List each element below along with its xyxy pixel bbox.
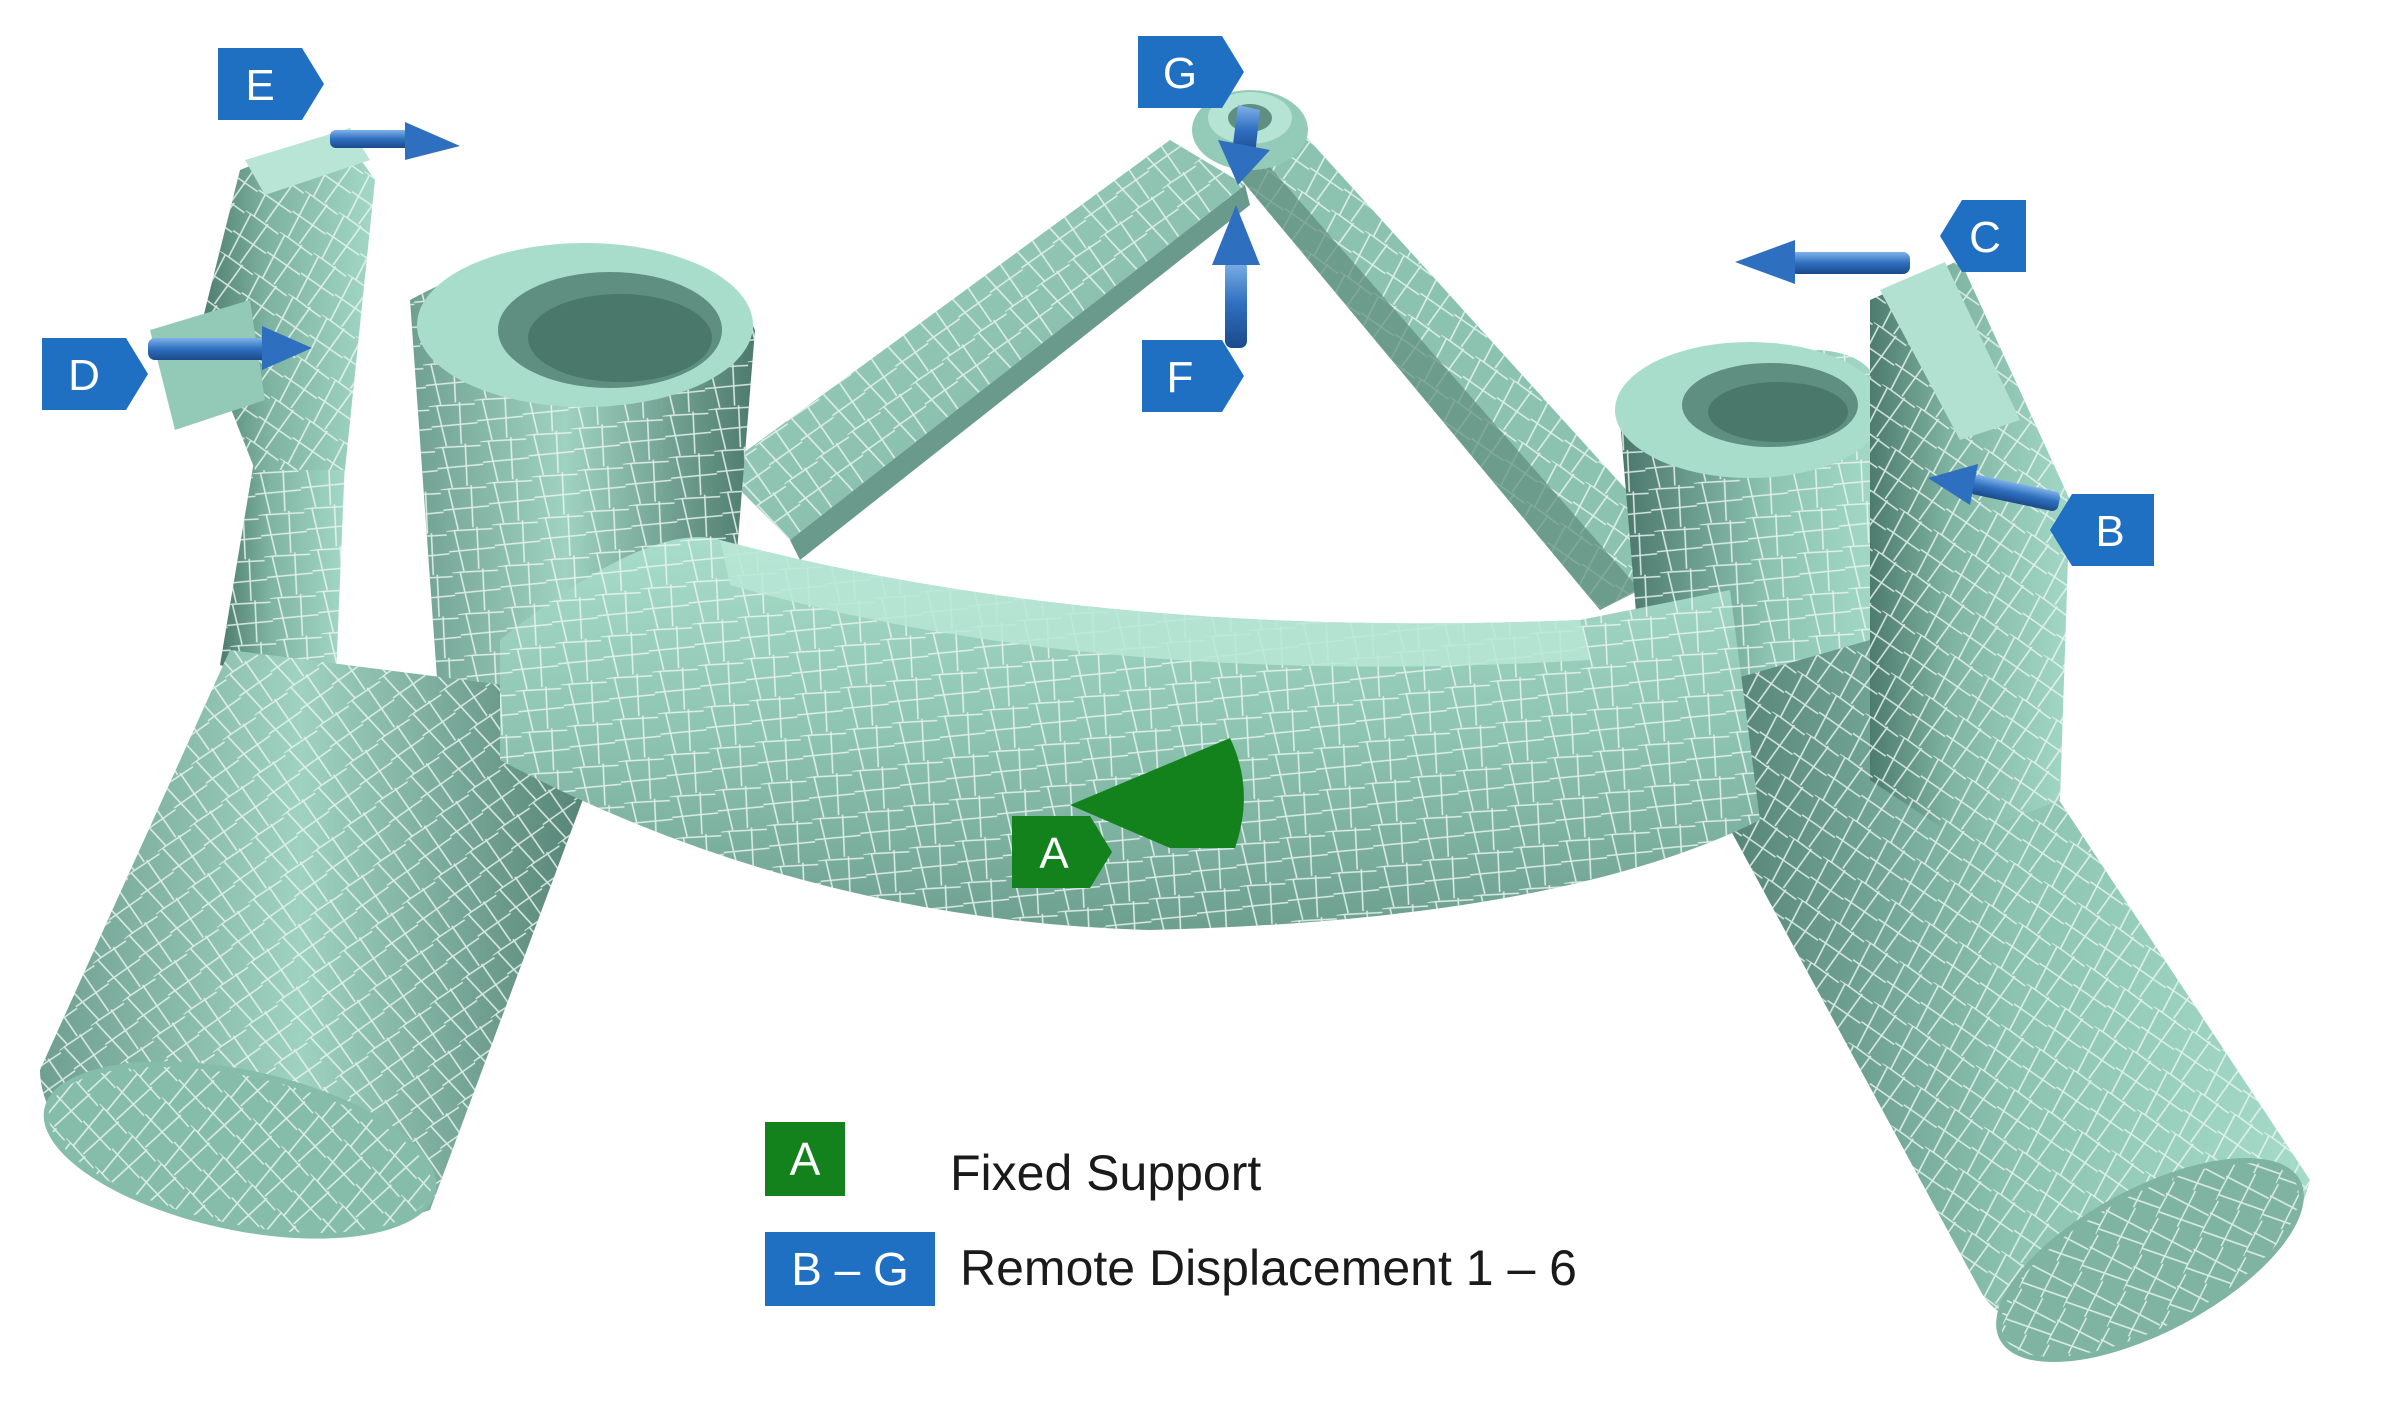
tag-e: E bbox=[218, 48, 324, 120]
arrow-e bbox=[330, 122, 460, 160]
arrow-b bbox=[1928, 464, 2060, 512]
tag-g: G bbox=[1138, 36, 1244, 108]
arrow-d bbox=[148, 326, 312, 370]
front-curved-bar bbox=[500, 537, 1760, 930]
svg-text:A: A bbox=[790, 1133, 821, 1185]
svg-text:Fixed Support: Fixed Support bbox=[950, 1145, 1261, 1201]
tag-b: B bbox=[2050, 494, 2154, 566]
svg-text:Remote Displacement 1 – 6: Remote Displacement 1 – 6 bbox=[960, 1240, 1577, 1296]
svg-text:D: D bbox=[68, 351, 100, 400]
tag-c: C bbox=[1940, 200, 2026, 272]
left-leg bbox=[40, 650, 620, 1239]
svg-text:B: B bbox=[2095, 507, 2124, 556]
tag-f: F bbox=[1142, 340, 1244, 412]
svg-text:B – G: B – G bbox=[791, 1243, 909, 1295]
legend-remote-displacement: B – G Remote Displacement 1 – 6 bbox=[765, 1232, 1577, 1306]
arrow-f bbox=[1212, 205, 1260, 348]
svg-text:C: C bbox=[1969, 213, 2001, 262]
right-diagonal-strut bbox=[1225, 130, 1690, 610]
tag-a: A bbox=[1012, 816, 1112, 888]
right-column bbox=[1870, 260, 2070, 840]
svg-text:F: F bbox=[1167, 353, 1194, 402]
svg-text:E: E bbox=[245, 61, 274, 110]
fixed-support-patch bbox=[1070, 738, 1244, 848]
svg-text:A: A bbox=[1039, 829, 1069, 878]
arrow-c bbox=[1735, 240, 1910, 284]
legend: A Fixed Support B – G Remote Displacemen… bbox=[765, 1122, 1577, 1306]
arrow-g bbox=[1218, 105, 1270, 185]
legend-fixed-support: A Fixed Support bbox=[765, 1122, 1261, 1201]
svg-text:G: G bbox=[1163, 49, 1197, 98]
left-diagonal-strut bbox=[720, 140, 1250, 560]
left-column bbox=[150, 128, 375, 700]
right-leg bbox=[1660, 620, 2310, 1363]
tag-d: D bbox=[42, 338, 148, 410]
